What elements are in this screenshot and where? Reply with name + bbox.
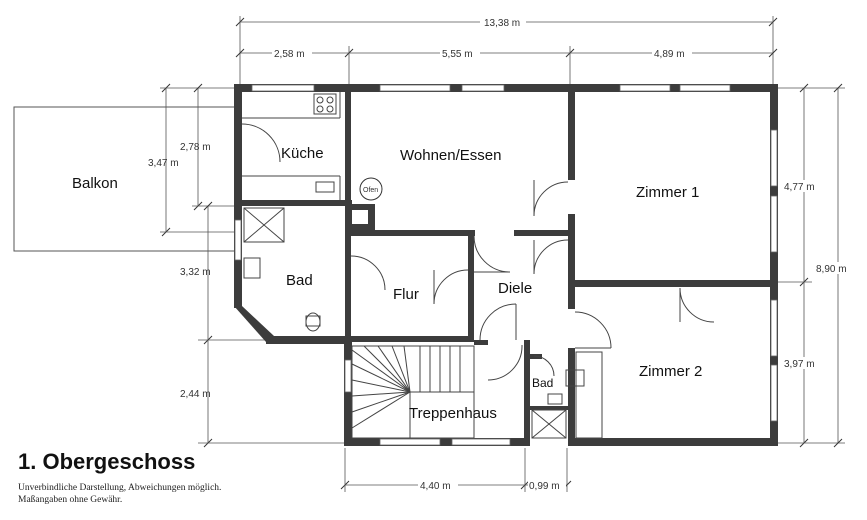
- oven: [359, 177, 383, 201]
- dim-left-347: 3,47 m: [148, 158, 179, 169]
- small-bath-fixtures: [531, 351, 603, 439]
- room-label-balkon: Balkon: [72, 175, 118, 192]
- disclaimer-line-1: Unverbindliche Darstellung, Abweichungen…: [18, 483, 221, 493]
- room-label-zimmer1: Zimmer 1: [636, 184, 699, 201]
- dim-right-477: 4,77 m: [784, 182, 815, 193]
- room-label-zimmer2: Zimmer 2: [639, 363, 702, 380]
- dim-left-332: 3,32 m: [180, 267, 211, 278]
- windows: [234, 84, 778, 446]
- floor-title: 1. Obergeschoss: [18, 449, 195, 474]
- dim-left-244: 2,44 m: [180, 389, 211, 400]
- dim-left-278: 2,78 m: [180, 142, 211, 153]
- disclaimer-line-2: Maßangaben ohne Gewähr.: [18, 494, 122, 505]
- room-label-kueche: Küche: [281, 145, 324, 162]
- dim-total-width: 13,38 m: [484, 18, 520, 29]
- dim-right-397: 3,97 m: [784, 359, 815, 370]
- dim-bottom-440: 4,40 m: [420, 481, 451, 492]
- dim-seg2: 5,55 m: [442, 49, 473, 60]
- room-label-bad: Bad: [286, 272, 313, 289]
- dimension-lines: [160, 16, 845, 492]
- room-label-flur: Flur: [393, 286, 419, 303]
- dim-seg1: 2,58 m: [274, 49, 305, 60]
- bath-fixtures: [243, 207, 386, 332]
- room-label-diele: Diele: [498, 280, 532, 297]
- staircase: [351, 345, 475, 439]
- room-label-treppenhaus: Treppenhaus: [409, 405, 497, 422]
- kitchen-fixtures: [241, 92, 341, 200]
- oven-label: Ofen: [363, 187, 378, 194]
- room-label-bad-small: Bad: [532, 376, 553, 390]
- dim-bottom-099: 0,99 m: [529, 481, 560, 492]
- dim-right-890: 8,90 m: [816, 264, 847, 275]
- dimension-labels: 13,38 m 2,58 m 5,55 m 4,89 m 2,78 m 3,47…: [148, 16, 862, 492]
- door-arcs: [433, 180, 715, 381]
- room-label-wohnen: Wohnen/Essen: [400, 147, 501, 164]
- balcony-area: [13, 106, 237, 252]
- walls: [234, 84, 778, 446]
- dim-seg3: 4,89 m: [654, 49, 685, 60]
